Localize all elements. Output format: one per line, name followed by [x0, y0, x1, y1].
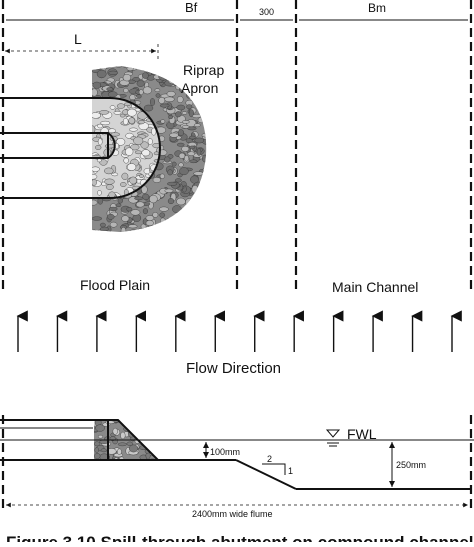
flume-width-label: 2400mm wide flume — [192, 509, 273, 519]
abutment-section-profile — [0, 419, 159, 461]
bf-label: Bf — [185, 0, 198, 15]
figure-caption: Figure 3.10 Spill-through abutment on co… — [6, 533, 474, 542]
flow-direction-label: Flow Direction — [186, 360, 281, 377]
fwl-label: FWL — [347, 426, 377, 442]
riprap-label: Riprap — [183, 62, 224, 78]
depth-250-label: 250mm — [396, 460, 426, 470]
slope-run-label: 2 — [267, 454, 272, 464]
flood-plain-label: Flood Plain — [80, 277, 150, 293]
abutment-outline — [0, 97, 161, 199]
main-channel-label: Main Channel — [332, 279, 418, 295]
apron-label: Apron — [181, 80, 218, 96]
slope-rise-label: 1 — [288, 466, 293, 476]
l-label: L — [74, 31, 82, 47]
flow-arrows — [16, 310, 462, 352]
gap-label: 300 — [259, 7, 274, 17]
channel-slope — [235, 459, 297, 490]
fwl-symbol-icon — [325, 429, 341, 438]
bm-label: Bm — [368, 1, 386, 15]
slope-indicator — [262, 463, 286, 475]
depth-100-label: 100mm — [210, 447, 240, 457]
